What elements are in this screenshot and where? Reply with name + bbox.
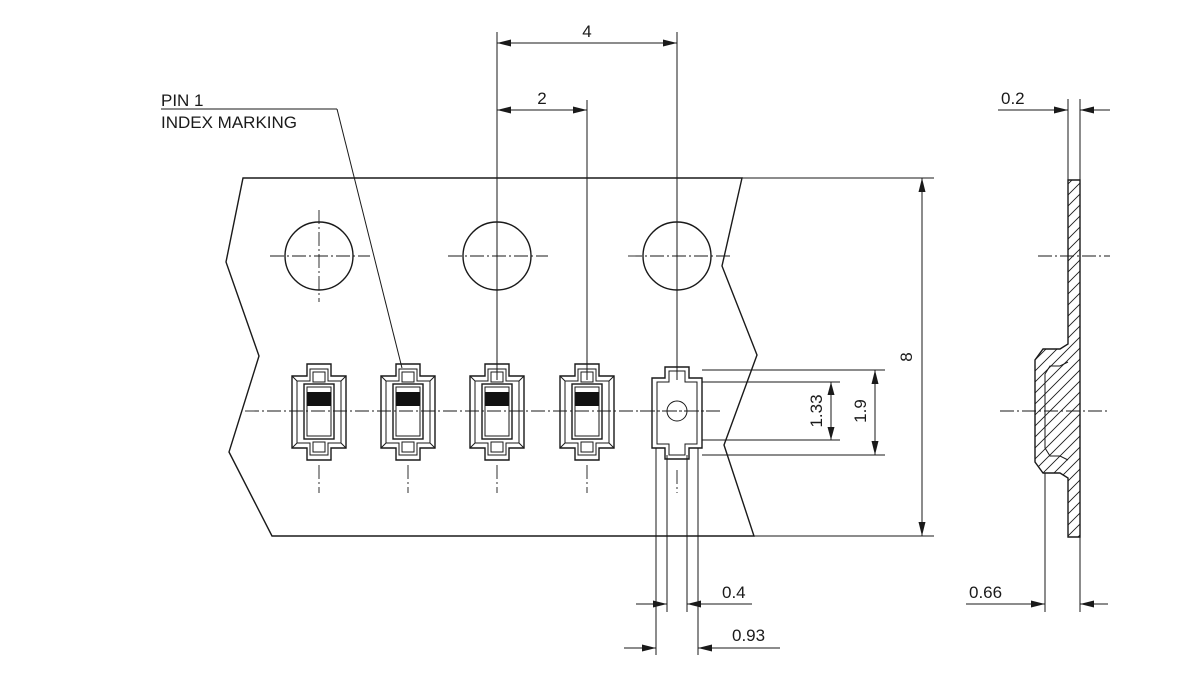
component-in-pocket — [291, 363, 347, 493]
components — [291, 363, 615, 493]
dimension-pitch-parts: 2 — [497, 89, 588, 380]
dim-label-1-9: 1.9 — [851, 399, 870, 423]
dim-label-1-33: 1.33 — [807, 394, 826, 427]
component-in-pocket — [380, 363, 436, 493]
dim-label-2: 2 — [537, 89, 546, 108]
dim-label-4: 4 — [582, 22, 591, 41]
pin1-label-line2: INDEX MARKING — [161, 113, 297, 132]
dimension-tape-width: 8 — [742, 177, 934, 537]
dim-label-0-66: 0.66 — [969, 583, 1002, 602]
index-mark — [396, 392, 420, 406]
index-mark — [575, 392, 599, 406]
tape-side-view — [1000, 179, 1110, 538]
index-mark — [485, 392, 509, 406]
component-in-pocket — [559, 363, 615, 493]
dimension-tape-thickness: 0.2 — [998, 89, 1110, 180]
empty-pocket — [640, 366, 714, 493]
dim-label-0-4: 0.4 — [722, 583, 746, 602]
component-in-pocket — [469, 363, 525, 493]
index-mark — [307, 392, 331, 406]
dim-label-8: 8 — [897, 352, 916, 361]
dimension-pocket-heights: 1.33 1.9 — [702, 369, 885, 456]
dimension-pitch-holes: 4 — [496, 22, 678, 380]
pin1-callout: PIN 1 INDEX MARKING — [161, 91, 403, 369]
dim-label-0-2: 0.2 — [1001, 89, 1025, 108]
dimension-pocket-depth: 0.66 — [966, 473, 1108, 612]
pin1-label-line1: PIN 1 — [161, 91, 204, 110]
sprocket-holes — [270, 210, 730, 302]
dim-label-0-93: 0.93 — [732, 626, 765, 645]
dimension-pocket-widths: 0.4 0.93 — [624, 448, 780, 655]
